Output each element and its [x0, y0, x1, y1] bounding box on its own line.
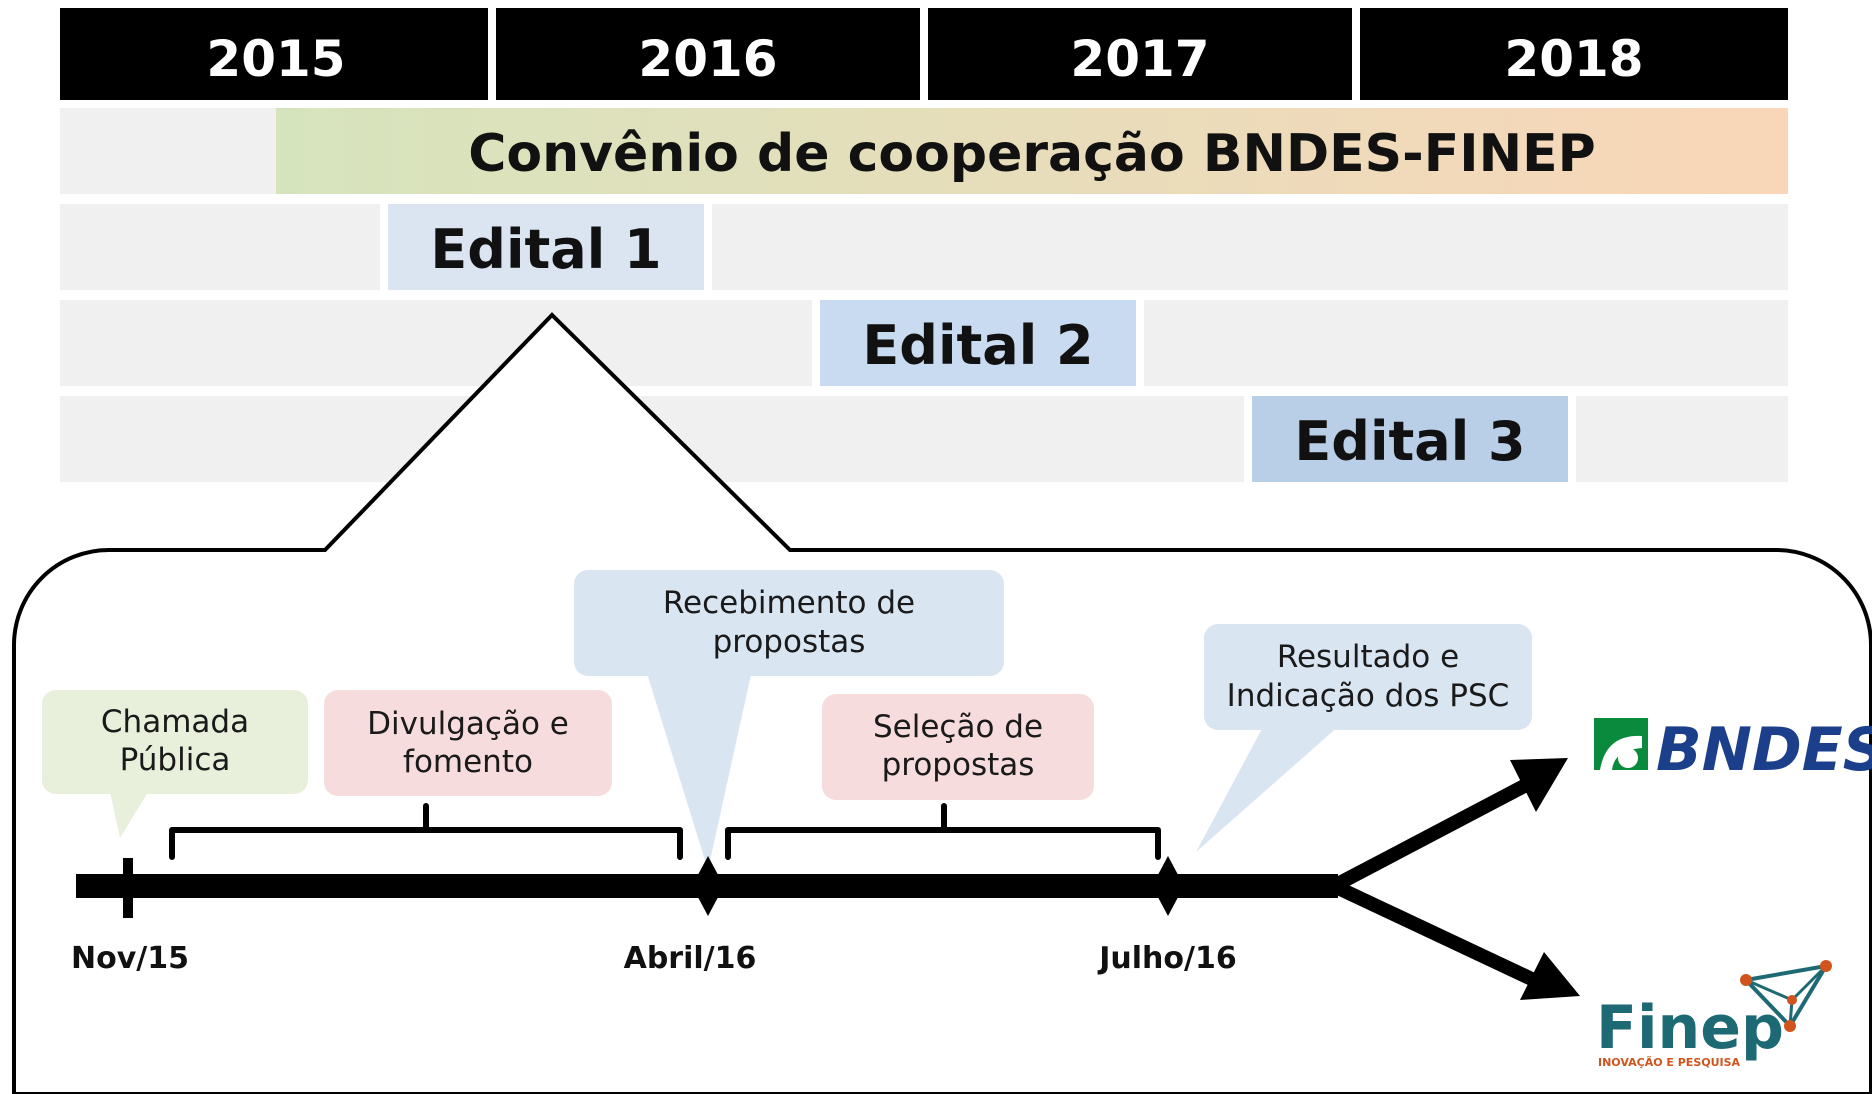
finep-logo: Finep INOVAÇÃO E PESQUISA — [1596, 960, 1832, 1069]
callout-box — [42, 690, 308, 794]
arrow-to-finep — [1327, 879, 1545, 989]
callout-line: Resultado e — [1277, 639, 1459, 675]
row-background — [60, 204, 380, 290]
finep-wordmark: Finep — [1596, 993, 1784, 1063]
date-label-nov15: Nov/15 — [71, 941, 189, 976]
date-label-abril16: Abril/16 — [624, 941, 757, 976]
callout-line: propostas — [713, 624, 866, 660]
callout-pointer — [646, 670, 752, 870]
edital-row-3: Edital 3 — [60, 396, 1788, 482]
convenio-label: Convênio de cooperação BNDES-FINEP — [468, 124, 1595, 184]
tick-nov15 — [123, 858, 133, 918]
edital-2-box — [820, 300, 1136, 386]
callout-box — [324, 690, 612, 796]
callout-line: Chamada — [101, 704, 249, 740]
year-label: 2016 — [638, 30, 777, 88]
edital-2-label: Edital 2 — [862, 314, 1093, 377]
finep-network-icon — [1740, 960, 1832, 1032]
callout-recebimento-propostas: Recebimento de propostas — [574, 570, 1004, 870]
row-background — [1576, 396, 1788, 482]
bndes-mark-dot — [1618, 748, 1638, 768]
edital-3-box — [1252, 396, 1568, 482]
callout-resultado-indicacao: Resultado e Indicação dos PSC — [1196, 624, 1532, 852]
year-cell-2015 — [60, 8, 488, 100]
year-cell-2016 — [496, 8, 920, 100]
callout-line: Seleção de — [873, 709, 1043, 745]
callout-pointer — [90, 792, 148, 838]
row-background — [60, 300, 812, 386]
callout-line: Recebimento de — [663, 585, 915, 621]
finep-subtitle: INOVAÇÃO E PESQUISA — [1598, 1056, 1741, 1069]
arrow-to-bndes — [1327, 777, 1535, 893]
year-cell-2018 — [1360, 8, 1788, 100]
callout-line: propostas — [882, 747, 1035, 783]
arrowhead-finep — [1520, 952, 1580, 1000]
row-background — [712, 204, 1788, 290]
year-label: 2018 — [1504, 30, 1643, 88]
edital-1-box — [388, 204, 704, 290]
callout-line: Divulgação e — [367, 706, 569, 742]
year-label: 2015 — [206, 30, 345, 88]
callout-line: fomento — [403, 744, 533, 780]
callout-pointer — [1196, 725, 1340, 852]
row-background — [1144, 300, 1788, 386]
convenio-row: Convênio de cooperação BNDES-FINEP — [60, 108, 1788, 194]
edital-3-label: Edital 3 — [1294, 410, 1525, 473]
year-cell-2017 — [928, 8, 1352, 100]
year-header: 2015 2016 2017 2018 — [60, 8, 1788, 100]
bracket-selecao — [725, 803, 1161, 860]
bracket-divulgacao — [169, 803, 683, 860]
milestone-julho16 — [1152, 856, 1184, 916]
edital-1-label: Edital 1 — [430, 218, 661, 281]
convenio-band — [276, 108, 1788, 194]
bndes-logo: BNDES — [1594, 715, 1872, 785]
milestone-abril16 — [692, 856, 724, 916]
arrowhead-bndes — [1510, 758, 1568, 812]
callout-selecao-propostas: Seleção de propostas — [822, 694, 1094, 800]
edital-row-1: Edital 1 — [60, 204, 1788, 290]
callout-divulgacao-fomento: Divulgação e fomento — [324, 690, 612, 796]
bndes-wordmark: BNDES — [1656, 715, 1872, 785]
edital-row-2: Edital 2 — [60, 300, 1788, 386]
callout-line: Pública — [120, 742, 231, 778]
callout-chamada-publica: Chamada Pública — [42, 690, 308, 838]
callout-box — [822, 694, 1094, 800]
callout-box — [574, 570, 1004, 676]
callout-line: Indicação dos PSC — [1227, 678, 1510, 714]
year-label: 2017 — [1070, 30, 1209, 88]
callout-box — [1204, 624, 1532, 730]
date-label-julho16: Julho/16 — [1097, 941, 1236, 976]
